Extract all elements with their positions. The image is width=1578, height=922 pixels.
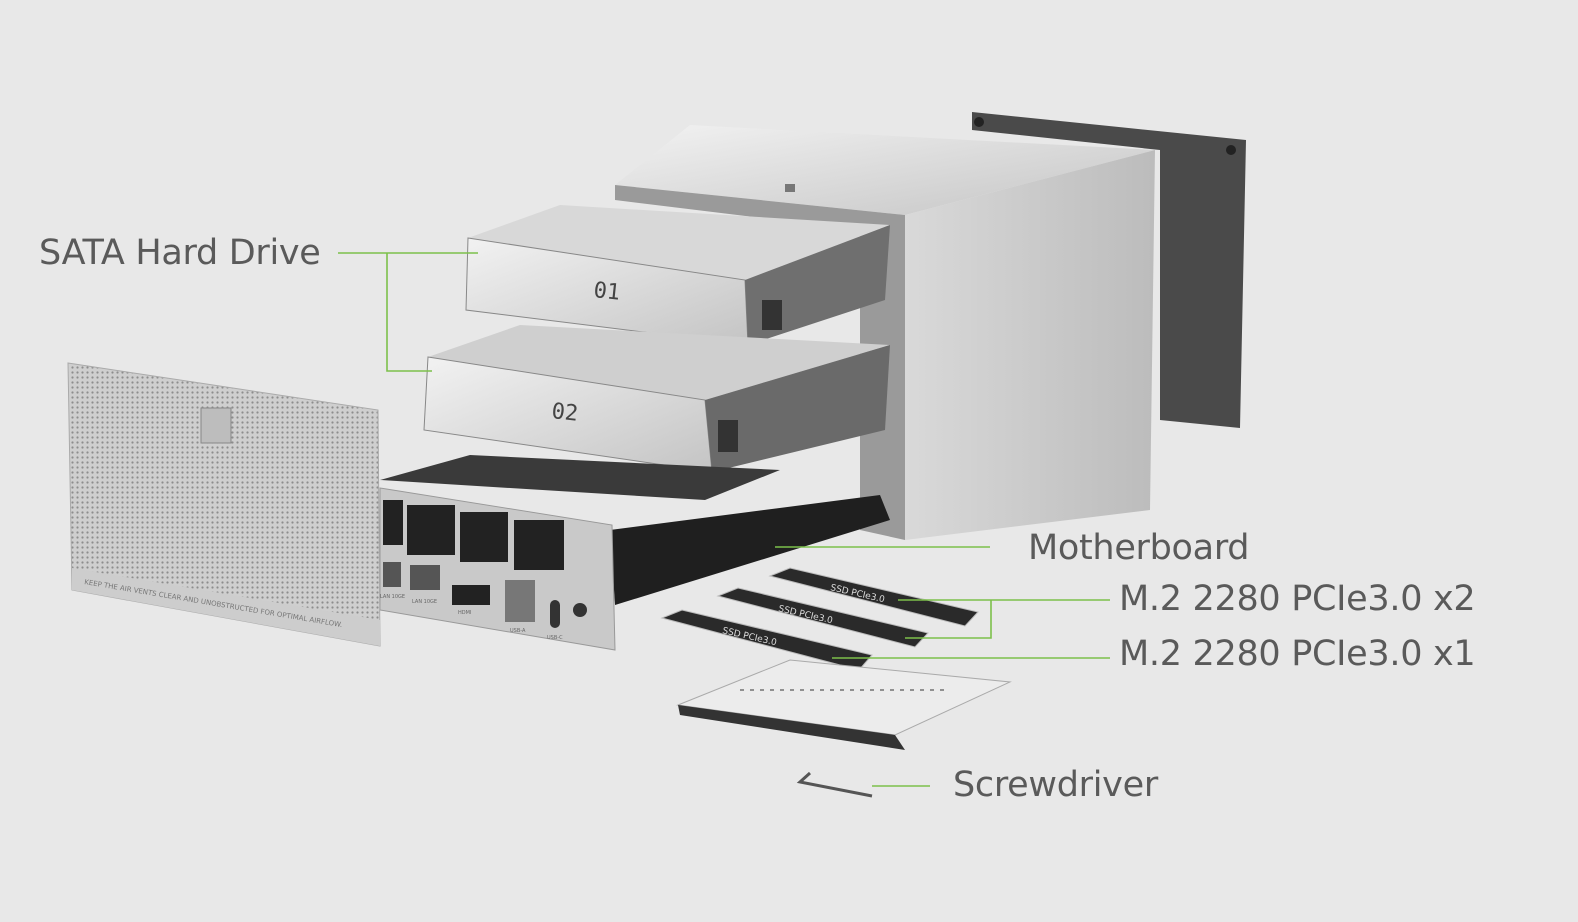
drive-number-02: 02 xyxy=(550,399,579,427)
enclosure xyxy=(615,125,1155,540)
port-label-lan-2: LAN 10GE xyxy=(412,599,437,605)
port-label-hdmi: HDMI xyxy=(458,610,471,616)
motherboard-assembly: LAN 10GE LAN 10GE HDMI USB-A USB-C xyxy=(379,455,890,651)
label-m2-x2: M.2 2280 PCIe3.0 x2 xyxy=(1119,579,1476,619)
port-label-usb-c: USB-C xyxy=(547,635,563,641)
label-sata-hard-drive: SATA Hard Drive xyxy=(39,233,321,273)
port-label-usb-a: USB-A xyxy=(510,628,526,634)
label-m2-x1: M.2 2280 PCIe3.0 x1 xyxy=(1119,634,1476,674)
leader-lines xyxy=(338,252,1110,787)
drive-number-01: 01 xyxy=(592,278,621,306)
label-screwdriver: Screwdriver xyxy=(953,765,1158,805)
bottom-plate xyxy=(676,659,1012,750)
port-label-lan-1: LAN 10GE xyxy=(380,594,405,600)
screwdriver-tool xyxy=(796,771,873,798)
front-mesh-panel: KEEP THE AIR VENTS CLEAR AND UNOBSTRUCTE… xyxy=(67,362,381,647)
sata-hard-drive-02: 02 xyxy=(423,325,890,473)
sata-hard-drive-01: 01 xyxy=(465,205,890,346)
label-motherboard: Motherboard xyxy=(1028,528,1250,568)
rear-panel xyxy=(972,112,1246,428)
